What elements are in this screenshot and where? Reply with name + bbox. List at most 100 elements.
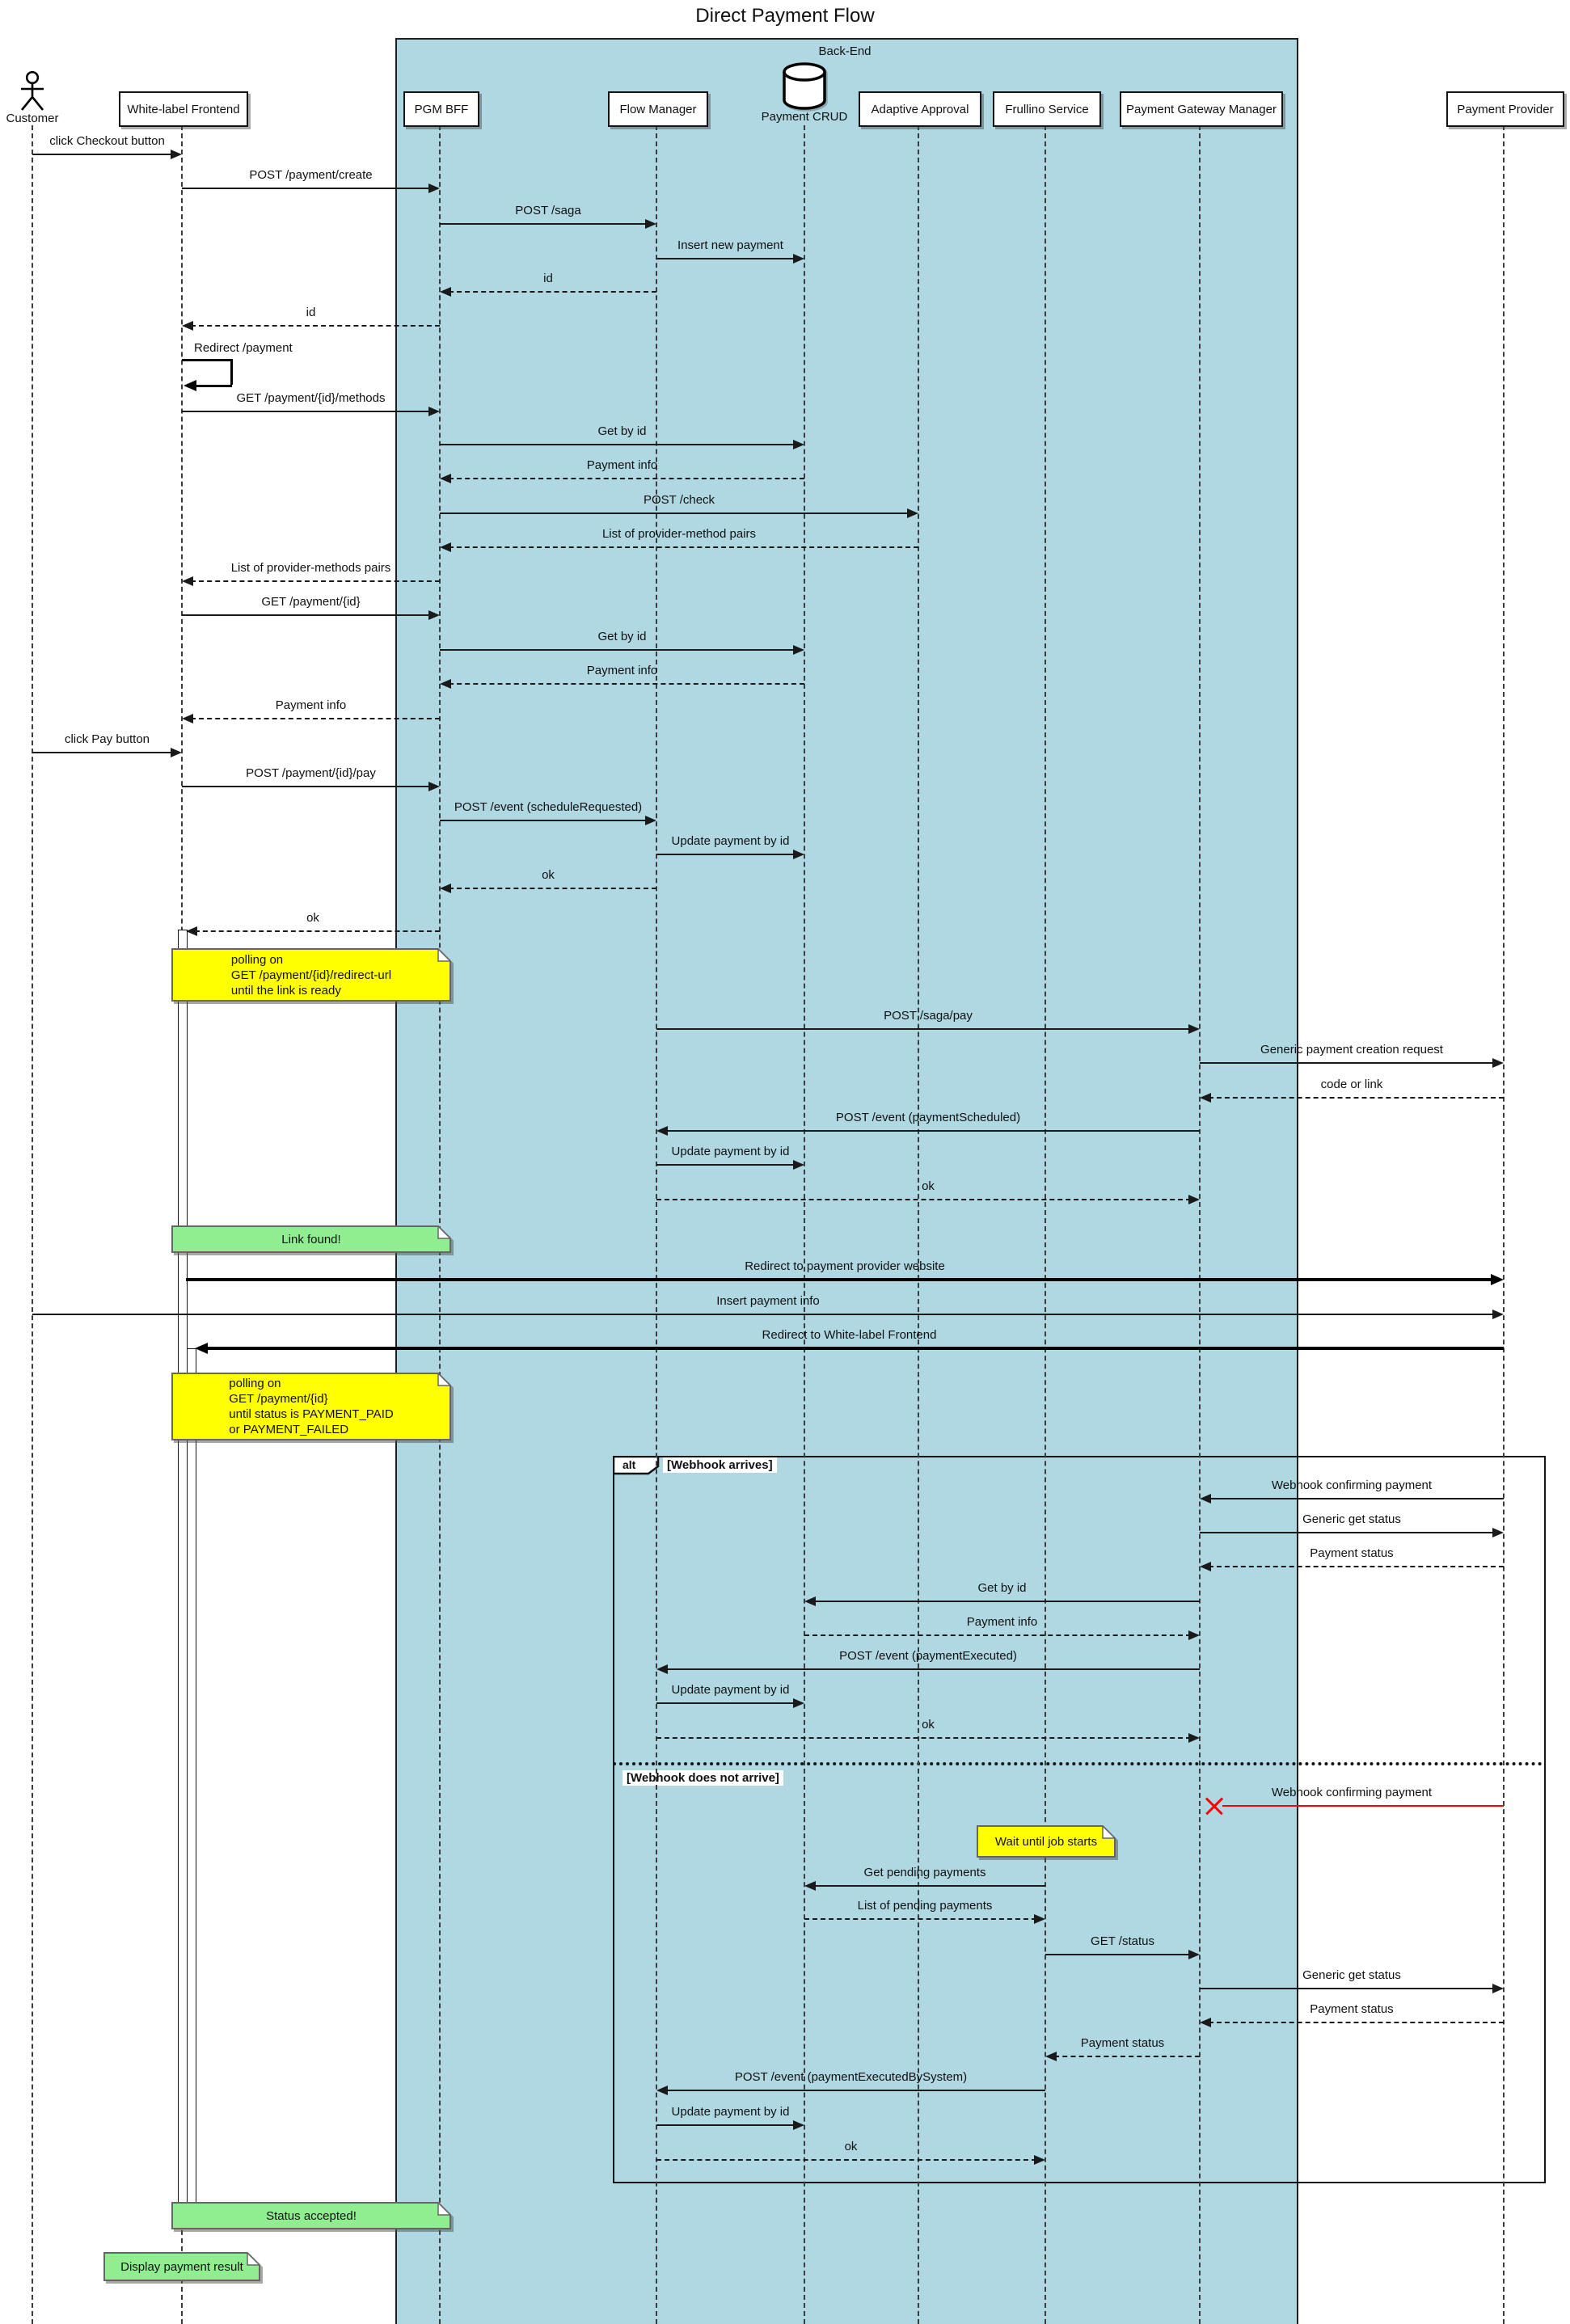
- message-line: [1209, 1498, 1504, 1499]
- message-arrowhead: [656, 1126, 668, 1136]
- participant-label-frontend: White-label Frontend: [127, 102, 240, 116]
- message-label: ok: [542, 868, 555, 882]
- message-arrowhead: [1034, 1914, 1045, 1924]
- note: polling on GET /payment/{id}until status …: [171, 1372, 452, 1440]
- message-label: ok: [922, 1718, 935, 1731]
- message-line: [1045, 1954, 1191, 1955]
- message-arrowhead: [182, 714, 193, 723]
- message-arrowhead: [1188, 1733, 1200, 1743]
- message-line: [1209, 1097, 1504, 1099]
- message-label: Update payment by id: [671, 834, 790, 848]
- message-label: code or link: [1320, 1078, 1383, 1091]
- message-arrowhead: [1200, 1093, 1211, 1103]
- message-arrowhead: [804, 1596, 816, 1606]
- message-arrowhead: [793, 440, 804, 449]
- backend-frame-label: Back-End: [818, 44, 872, 58]
- message-arrowhead: [440, 474, 451, 483]
- message-label: Insert payment info: [716, 1294, 820, 1308]
- message-arrowhead: [440, 679, 451, 689]
- message-line: [1209, 1566, 1504, 1567]
- note: Display payment result: [103, 2251, 261, 2281]
- participant-label-customer: Customer: [6, 112, 59, 125]
- message-line: [656, 1028, 1191, 1030]
- message-label: id: [543, 272, 553, 285]
- message-label: click Checkout button: [49, 134, 165, 148]
- message-label: id: [306, 306, 316, 319]
- message-line: [665, 1130, 1200, 1132]
- message-line: [182, 786, 431, 787]
- note-line: polling on: [229, 1377, 281, 1390]
- message-line: [665, 1668, 1200, 1670]
- note-shape-icon: [977, 1824, 1116, 1858]
- participant-label-provider: Payment Provider: [1457, 102, 1554, 116]
- note-lines: Status accepted!: [266, 2208, 357, 2224]
- participant-label-frullino: Frullino Service: [1005, 102, 1089, 116]
- participant-label-flow: Flow Manager: [619, 102, 697, 116]
- alt-guard-webhook-arrives: [Webhook arrives]: [663, 1457, 777, 1473]
- message-arrowhead: [1200, 2018, 1211, 2027]
- message-line: [230, 359, 233, 385]
- lifeline-pgm: [1199, 125, 1201, 2324]
- lifeline-crud: [804, 125, 805, 2324]
- participant-label-adaptive: Adaptive Approval: [871, 102, 969, 116]
- note-line: Link found!: [281, 1232, 341, 1246]
- note-text: Status accepted!: [171, 2202, 451, 2229]
- message-line: [656, 1702, 796, 1704]
- message-label: POST /check: [643, 493, 715, 507]
- note-lines: Wait until job starts: [995, 1834, 1097, 1849]
- message-arrowhead: [195, 1343, 208, 1354]
- note-shape-icon: [171, 2201, 452, 2229]
- message-line: [186, 1278, 1493, 1281]
- message-arrowhead: [656, 2086, 668, 2095]
- message-arrowhead: [1491, 1274, 1504, 1285]
- message-label: GET /payment/{id}/methods: [236, 391, 386, 405]
- alt-guard-webhook-does-not-arrive: [Webhook does not arrive]: [623, 1770, 783, 1786]
- participant-label-pgm: Payment Gateway Manager: [1126, 102, 1277, 116]
- lifeline-frullino: [1045, 125, 1046, 2324]
- participant-box-flow: Flow Manager: [608, 91, 708, 127]
- note-shape-icon: [171, 947, 452, 1002]
- message-label: List of pending payments: [857, 1899, 993, 1913]
- note-text: Wait until job starts: [977, 1825, 1116, 1858]
- note: Wait until job starts: [977, 1824, 1116, 1858]
- note: Link found!: [171, 1225, 452, 1253]
- message-line: [656, 2124, 796, 2126]
- note-line: Status accepted!: [266, 2208, 357, 2223]
- note-text: polling on GET /payment/{id}until status …: [171, 1373, 451, 1440]
- message-line: [191, 580, 440, 582]
- actor-icon: [20, 71, 44, 111]
- message-line: [205, 1347, 1504, 1350]
- message-line: [449, 291, 656, 293]
- message-line: [656, 1164, 796, 1166]
- message-line: [656, 1737, 1191, 1739]
- alt-operator-label: alt: [623, 1458, 636, 1471]
- message-line: [32, 752, 173, 753]
- message-label: List of provider-methods pairs: [230, 561, 391, 575]
- message-line: [656, 2159, 1036, 2161]
- message-line: [1200, 1062, 1495, 1064]
- message-label: Redirect to White-label Frontend: [762, 1328, 937, 1342]
- participant-label-bff: PGM BFF: [414, 102, 469, 116]
- message-line: [449, 888, 656, 889]
- lost-message-cross-icon: [1203, 1795, 1226, 1816]
- message-line: [1054, 2056, 1200, 2057]
- message-arrowhead: [428, 610, 440, 620]
- message-arrowhead: [907, 508, 918, 518]
- message-arrowhead: [1045, 2052, 1057, 2061]
- message-label: List of provider-method pairs: [601, 527, 757, 541]
- message-label: Webhook confirming payment: [1271, 1478, 1433, 1492]
- note-text: Link found!: [171, 1225, 451, 1253]
- message-line: [191, 325, 440, 327]
- note-line: GET /payment/{id}: [229, 1392, 328, 1406]
- message-label: Generic get status: [1302, 1512, 1401, 1526]
- message-label: ok: [306, 911, 319, 925]
- message-line: [813, 1885, 1045, 1887]
- message-label: Insert new payment: [677, 238, 783, 252]
- participant-box-bff: PGM BFF: [403, 91, 479, 127]
- note-line: until status is PAYMENT_PAID: [229, 1407, 394, 1421]
- note-lines: Link found!: [281, 1232, 340, 1247]
- message-label: Update payment by id: [671, 2105, 790, 2119]
- message-label: POST /saga/pay: [884, 1009, 973, 1023]
